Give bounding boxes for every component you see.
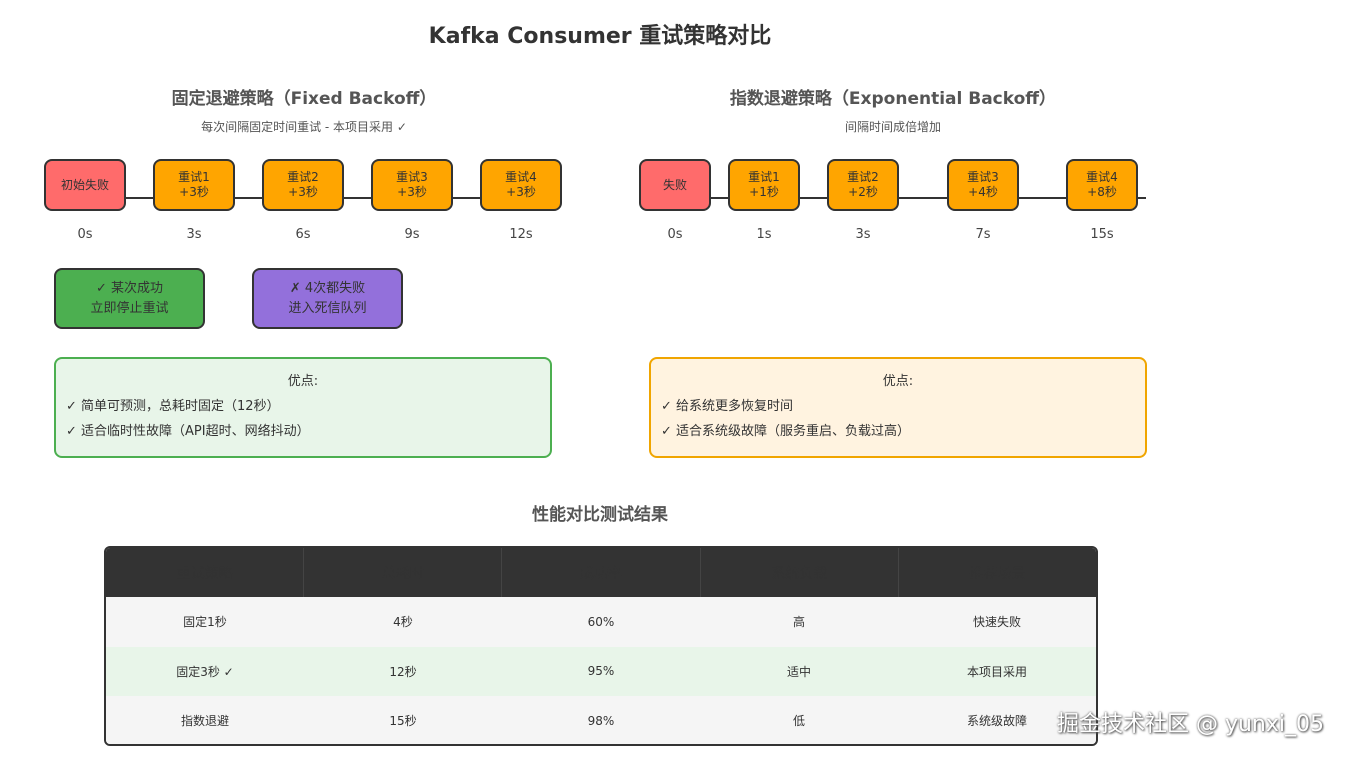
advantage-item: ✓ 适合临时性故障（API超时、网络抖动） <box>66 424 310 439</box>
outcome-line: 进入死信队列 <box>288 300 367 316</box>
node-label: 重试1 <box>748 170 780 184</box>
advantage-item: ✓ 简单可预测，总耗时固定（12秒） <box>66 399 280 414</box>
node-delay: +3秒 <box>506 185 536 199</box>
fixed-node-retry-3: 重试3 +3秒 <box>371 159 453 211</box>
exp-time-label: 15s <box>1090 227 1114 242</box>
performance-table: 重试策略 总耗时 成功率 系统负载 推荐场景 固定1秒 4秒 60% 高 快速失… <box>104 546 1098 746</box>
fixed-time-label: 6s <box>295 227 311 242</box>
node-label: 初始失败 <box>60 177 109 192</box>
outcome-line: ✗ 4次都失败 <box>289 280 366 296</box>
exponential-backoff-title: 指数退避策略（Exponential Backoff） <box>729 89 1057 109</box>
table-row: 固定1秒 4秒 60% 高 快速失败 <box>106 597 1096 647</box>
exponential-backoff-subtitle: 间隔时间成倍增加 <box>844 120 941 134</box>
exp-time-label: 3s <box>855 227 871 242</box>
table-row: 固定3秒 ✓ 12秒 95% 适中 本项目采用 <box>106 646 1096 696</box>
fixed-node-retry-1: 重试1 +3秒 <box>153 159 235 211</box>
node-delay: +3秒 <box>397 185 427 199</box>
table-cell: 系统级故障 <box>966 714 1027 729</box>
table-cell: 高 <box>792 615 805 630</box>
fixed-time-label: 9s <box>404 227 420 242</box>
exp-node-failure: 失败 <box>639 159 711 211</box>
watermark: 掘金技术社区 @ yunxi_05 <box>1056 712 1324 737</box>
advantages-heading: 优点: <box>287 374 319 389</box>
fixed-time-label: 12s <box>509 227 533 242</box>
exp-time-label: 7s <box>975 227 991 242</box>
table-cell: 15秒 <box>389 714 417 729</box>
fixed-time-label: 0s <box>77 227 93 242</box>
table-cell: 95% <box>587 664 615 679</box>
table-cell: 12秒 <box>389 664 417 679</box>
table-cell: 固定3秒 ✓ <box>176 664 234 679</box>
node-delay: +1秒 <box>749 185 779 199</box>
table-cell: 快速失败 <box>972 615 1021 630</box>
fixed-backoff-title: 固定退避策略（Fixed Backoff） <box>171 89 437 109</box>
advantage-item: ✓ 适合系统级故障（服务重启、负载过高） <box>661 424 911 439</box>
fixed-node-retry-4: 重试4 +3秒 <box>480 159 562 211</box>
node-label: 重试4 <box>505 170 537 184</box>
table-header-row: 重试策略 总耗时 成功率 系统负载 推荐场景 <box>106 548 1096 597</box>
exp-node-retry-4: 重试4 +8秒 <box>1066 159 1138 211</box>
node-delay: +3秒 <box>288 185 318 199</box>
fixed-time-label: 3s <box>186 227 202 242</box>
table-row: 指数退避 15秒 98% 低 系统级故障 <box>106 696 1096 744</box>
node-delay: +4秒 <box>968 185 998 199</box>
node-delay: +3秒 <box>179 185 209 199</box>
table-header-cell: 重试策略 <box>106 548 305 597</box>
node-label: 失败 <box>662 177 687 192</box>
exp-time-label: 0s <box>667 227 683 242</box>
fixed-backoff-subtitle: 每次间隔固定时间重试 - 本项目采用 ✓ <box>201 120 407 134</box>
exp-node-retry-1: 重试1 +1秒 <box>728 159 800 211</box>
node-label: 重试2 <box>287 170 319 184</box>
diagram-title: Kafka Consumer 重试策略对比 <box>428 24 772 49</box>
node-delay: +2秒 <box>848 185 878 199</box>
exponential-advantages-panel: 优点: ✓ 给系统更多恢复时间 ✓ 适合系统级故障（服务重启、负载过高） <box>649 357 1147 458</box>
table-cell: 98% <box>587 713 615 728</box>
table-header-cell: 成功率 <box>502 548 701 597</box>
table-header-cell: 推荐场景 <box>969 565 1026 582</box>
node-label: 重试2 <box>847 170 879 184</box>
table-cell: 4秒 <box>393 615 413 630</box>
outcome-line: ✓ 某次成功 <box>95 280 164 296</box>
table-cell: 指数退避 <box>180 714 229 729</box>
exp-time-label: 1s <box>756 227 772 242</box>
node-label: 重试1 <box>178 170 210 184</box>
node-delay: +8秒 <box>1087 185 1117 199</box>
fixed-node-initial-failure: 初始失败 <box>44 159 126 211</box>
outcome-dead-letter: ✗ 4次都失败 进入死信队列 <box>252 268 403 329</box>
node-label: 重试4 <box>1086 170 1118 184</box>
table-cell: 60% <box>587 614 615 629</box>
advantage-item: ✓ 给系统更多恢复时间 <box>661 399 794 414</box>
fixed-advantages-panel: 优点: ✓ 简单可预测，总耗时固定（12秒） ✓ 适合临时性故障（API超时、网… <box>54 357 552 458</box>
table-cell: 低 <box>792 714 805 729</box>
table-title: 性能对比测试结果 <box>532 505 668 525</box>
node-label: 重试3 <box>967 170 999 184</box>
table-cell: 本项目采用 <box>966 664 1027 679</box>
outcome-success: ✓ 某次成功 立即停止重试 <box>54 268 205 329</box>
fixed-node-retry-2: 重试2 +3秒 <box>262 159 344 211</box>
table-header-cell: 总耗时 <box>304 548 503 597</box>
exp-node-retry-3: 重试3 +4秒 <box>947 159 1019 211</box>
exp-node-retry-2: 重试2 +2秒 <box>827 159 899 211</box>
exponential-timeline-line <box>680 197 1146 199</box>
table-cell: 固定1秒 <box>183 615 227 630</box>
advantages-heading: 优点: <box>882 374 914 389</box>
node-label: 重试3 <box>396 170 428 184</box>
outcome-line: 立即停止重试 <box>90 300 169 316</box>
table-header-cell: 系统负载 <box>701 548 899 597</box>
table-cell: 适中 <box>786 664 811 679</box>
